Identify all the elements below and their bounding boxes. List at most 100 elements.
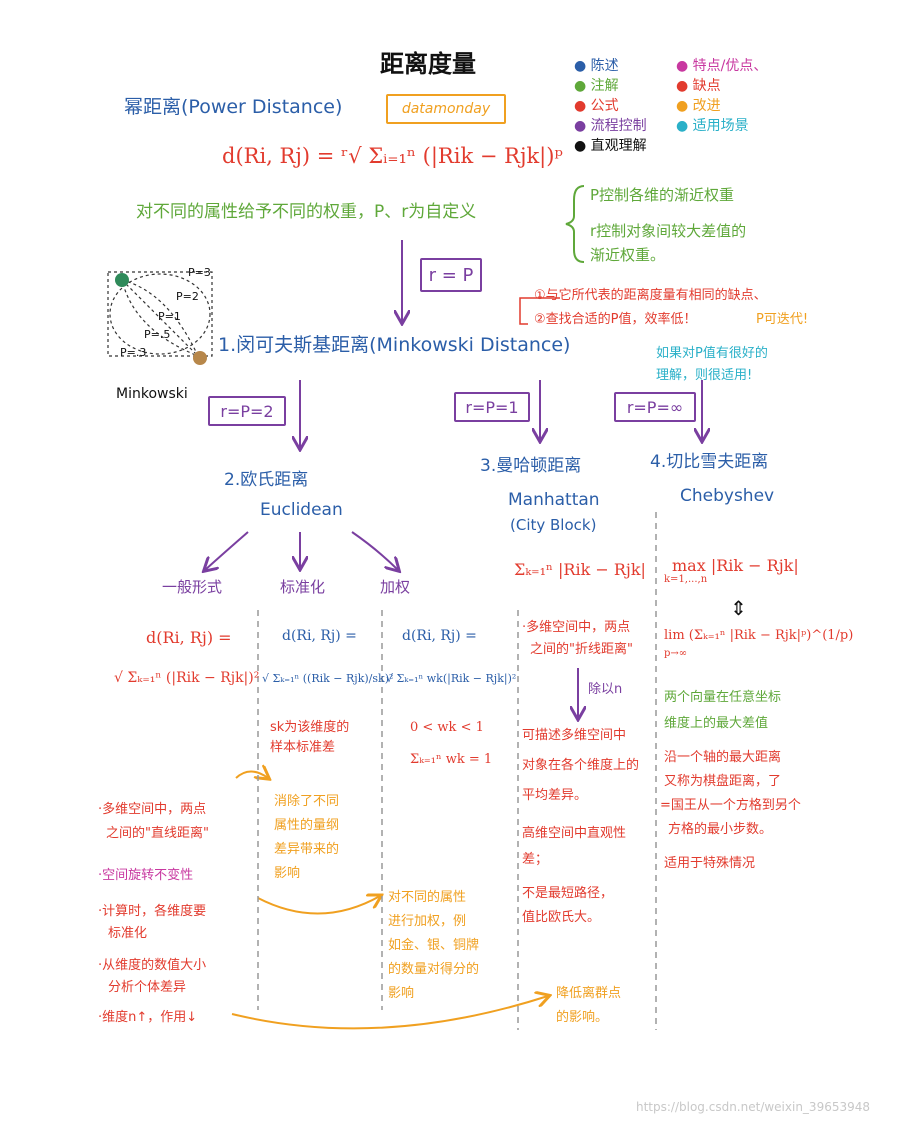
w-improve-4: 的数量对得分的 — [388, 962, 480, 977]
manhattan-feature-3: 平均差异。 — [522, 788, 588, 803]
euclid-w-cond-1: 0 < wk < 1 — [410, 720, 484, 735]
chebyshev-feature-4: 方格的最小步数。 — [668, 822, 773, 837]
euclid-en: Euclidean — [260, 500, 343, 520]
flow-arrow-general — [205, 531, 249, 570]
legend-item: ● 改进 — [676, 98, 721, 114]
notes-brace — [565, 185, 585, 263]
manhattan-feature-2: 对象在各个维度上的 — [522, 758, 640, 773]
power-formula: d(Ri, Rj) = ʳ√ Σᵢ₌₁ⁿ (|Rik − Rjk|)ᵖ — [222, 144, 563, 168]
euclid-general-rhs: √ Σₖ₌₁ⁿ (|Rik − Rjk|)² — [114, 670, 260, 686]
euclid-intuit-1: ·多维空间中，两点 — [98, 802, 207, 817]
euclid-cons-1: ·计算时，各维度要 — [98, 904, 207, 919]
manhattan-intuit-1: ·多维空间中，两点 — [522, 620, 631, 635]
chebyshev-feature-3: =国王从一个方格到另个 — [660, 798, 801, 813]
manhattan-cons-2: 差； — [522, 852, 549, 867]
w-improve-3: 如金、银、铜牌 — [388, 938, 480, 953]
legend-item: ● 适用场景 — [676, 118, 749, 134]
euclid-sub-weighted: 加权 — [380, 578, 411, 596]
euclid-sk-note-2: 样本标准差 — [270, 740, 336, 755]
manhattan-cons-1: 高维空间中直观性 — [522, 826, 627, 841]
minkowski-figure — [107, 271, 213, 365]
legend-label: 流程控制 — [590, 118, 647, 134]
euclid-std-lhs: d(Ri, Rj) = — [282, 628, 357, 644]
manhattan-cons-3: 不是最短路径， — [522, 886, 614, 901]
manhattan-en: Manhattan — [508, 490, 600, 510]
legend-label: 适用场景 — [692, 118, 749, 134]
chebyshev-formula-1-sub: k=1,...,n — [664, 574, 708, 585]
euclid-cons-2b: 分析个体差异 — [108, 980, 187, 995]
manhattan-feature-1: 可描述多维空间中 — [522, 728, 627, 743]
minkowski-heading: 1.闵可夫斯基距离(Minkowski Distance) — [218, 334, 571, 356]
branch-p2: r=P=2 — [208, 396, 286, 426]
chebyshev-formula-2-sub: p→∞ — [664, 648, 688, 659]
euclid-std-rhs: √ Σₖ₌₁ⁿ ((Rik − Rjk)/sk)² — [262, 672, 394, 685]
w-improve-2: 进行加权，例 — [388, 914, 467, 929]
minkowski-improve: P可迭代! — [756, 312, 809, 327]
power-heading: 幂距离(Power Distance) — [124, 96, 343, 118]
std-improve-2: 属性的量纲 — [274, 818, 340, 833]
minkowski-scene-1: 如果对P值有很好的 — [656, 346, 768, 361]
euclid-feature-1: ·空间旋转不变性 — [98, 868, 194, 883]
euclid-cons-2: ·从维度的数值大小 — [98, 958, 207, 973]
euclid-sub-general: 一般形式 — [162, 578, 223, 596]
legend-label: 公式 — [590, 98, 619, 114]
euclid-weighted-rhs: √ Σₖ₌₁ⁿ wk(|Rik − Rjk|)² — [386, 672, 517, 685]
legend-label: 直观理解 — [590, 138, 647, 154]
cons-bracket — [519, 297, 560, 325]
minkowski-cons-1: ①与它所代表的距离度量有相同的缺点、 — [534, 288, 767, 303]
figure-p-label: P=1 — [158, 310, 181, 323]
euclid-intuit-2: 之间的"直线距离" — [106, 826, 209, 841]
w-improve-5: 影响 — [388, 986, 415, 1001]
euclid-heading: 2.欧氏距离 — [224, 470, 309, 490]
legend-item: ● 直观理解 — [574, 138, 647, 154]
improve-arrow-weighted — [257, 896, 380, 915]
std-improve-4: 影响 — [274, 866, 301, 881]
chebyshev-equiv: ⇕ — [730, 596, 747, 620]
chebyshev-intuit-2: 维度上的最大差值 — [664, 716, 769, 731]
figure-caption: Minkowski — [116, 386, 188, 402]
legend-item: ● 陈述 — [574, 58, 619, 74]
figure-p-label: P=3 — [188, 266, 211, 279]
figure-p-label: P=.3 — [120, 346, 147, 359]
manhattan-improve-2: 的影响。 — [556, 1010, 609, 1025]
improve-arrow-manhattan — [231, 996, 548, 1030]
legend-label: 注解 — [590, 78, 619, 94]
w-improve-1: 对不同的属性 — [388, 890, 467, 905]
chebyshev-en: Chebyshev — [680, 486, 775, 506]
legend-label: 改进 — [692, 98, 721, 114]
legend-label: 缺点 — [692, 78, 721, 94]
manhattan-improve-1: 降低离群点 — [556, 986, 622, 1001]
euclid-sk-note-1: sk为该维度的 — [270, 720, 350, 735]
euclid-weighted-lhs: d(Ri, Rj) = — [402, 628, 477, 644]
figure-p-label: P=.5 — [144, 328, 171, 341]
manhattan-cons-4: 值比欧氏大。 — [522, 910, 601, 925]
euclid-w-cond-2: Σₖ₌₁ⁿ wk = 1 — [410, 752, 493, 767]
chebyshev-formula-1: max |Rik − Rjk| — [672, 556, 799, 575]
manhattan-divide: 除以n — [588, 682, 623, 697]
figure-p-label: P=2 — [176, 290, 199, 303]
improve-arrow-std — [235, 772, 268, 779]
chebyshev-heading: 4.切比雪夫距离 — [650, 452, 769, 472]
std-improve-1: 消除了不同 — [274, 794, 340, 809]
legend-item: ● 缺点 — [676, 78, 721, 94]
legend-label: 特点/优点、 — [692, 58, 768, 74]
chebyshev-feature-2: 又称为棋盘距离，了 — [664, 774, 782, 789]
minkowski-cons-2: ②查找合适的P值，效率低！ — [534, 312, 697, 327]
legend-item: ● 注解 — [574, 78, 619, 94]
power-note-r1: r控制对象间较大差值的 — [590, 222, 747, 240]
minkowski-scene-2: 理解，则很适用! — [656, 368, 753, 383]
page-title: 距离度量 — [380, 50, 476, 78]
manhattan-heading: 3.曼哈顿距离 — [480, 456, 582, 476]
chebyshev-feature-1: 沿一个轴的最大距离 — [664, 750, 782, 765]
legend-item: ● 流程控制 — [574, 118, 647, 134]
manhattan-formula: Σₖ₌₁ⁿ |Rik − Rjk| — [514, 560, 646, 579]
chebyshev-scene: 适用于特殊情况 — [664, 856, 756, 871]
branch-p1: r=P=1 — [454, 392, 530, 422]
branch-pinf: r=P=∞ — [614, 392, 696, 422]
legend-item: ● 特点/优点、 — [676, 58, 768, 74]
legend-item: ● 公式 — [574, 98, 619, 114]
euclid-cons-3: ·维度n↑，作用↓ — [98, 1010, 198, 1025]
euclid-general-lhs: d(Ri, Rj) = — [146, 628, 232, 647]
chebyshev-formula-2: lim (Σₖ₌₁ⁿ |Rik − Rjk|ᵖ)^(1/p) — [664, 628, 854, 643]
